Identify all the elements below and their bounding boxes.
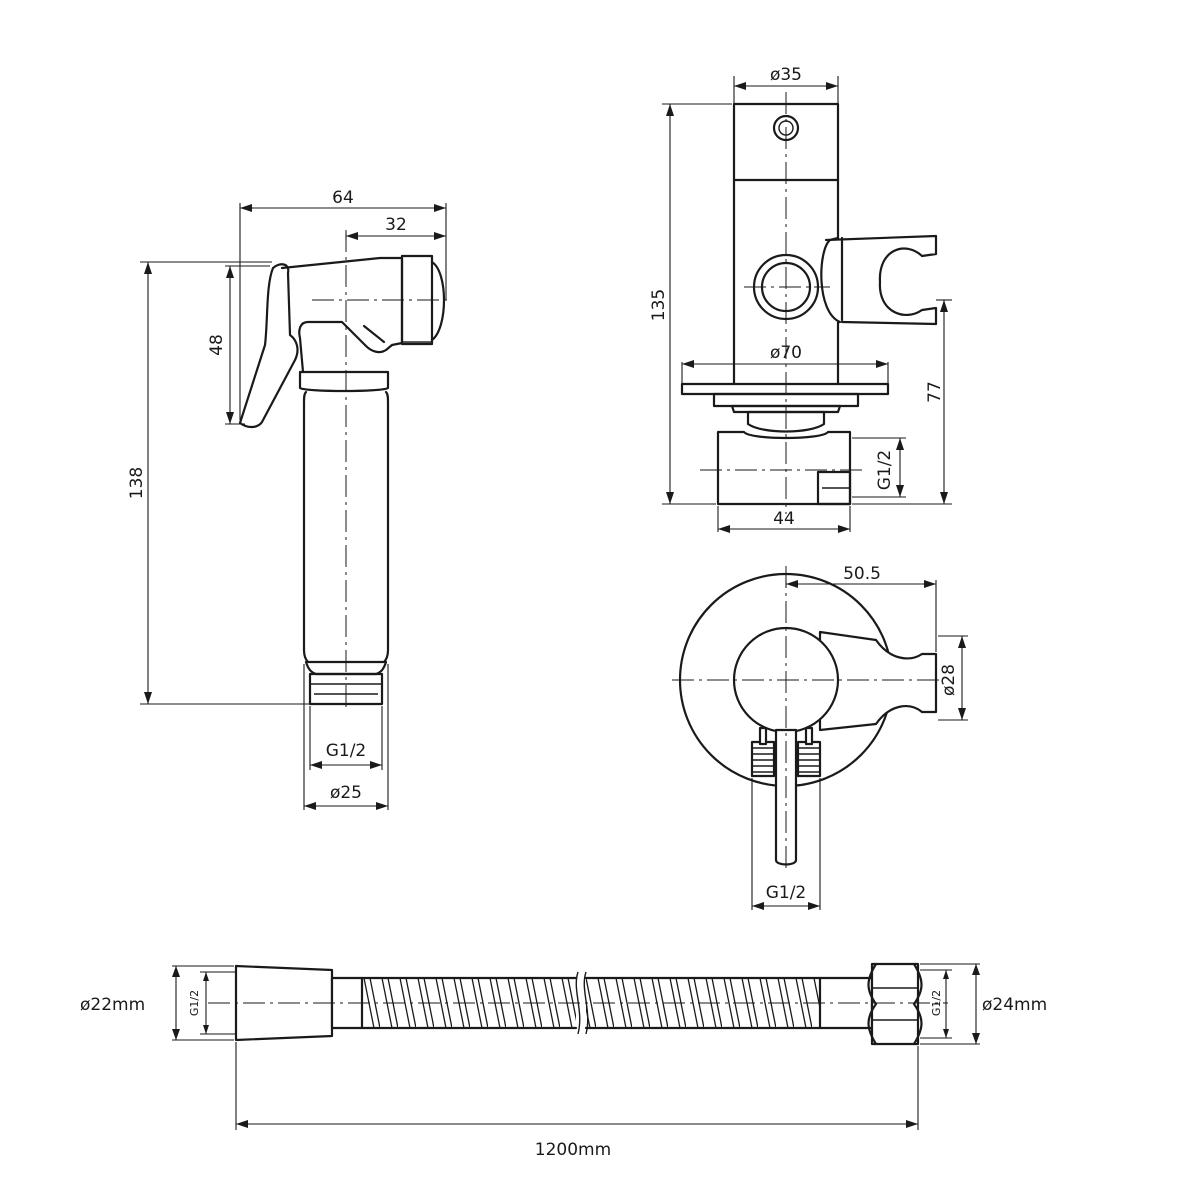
dim-hose-right-thread: G1/2: [930, 990, 943, 1016]
dim-valve-thread: G1/2: [875, 450, 895, 491]
dim-hose-right-diameter: ø24mm: [982, 995, 1047, 1015]
valve-front-view: 50.5 ø28 G1/2: [672, 564, 968, 910]
dim-handle-diameter: ø25: [330, 783, 362, 803]
dim-body-diameter: ø35: [770, 65, 802, 85]
dim-sprayer-thread: G1/2: [326, 741, 367, 761]
dim-base-width: 44: [773, 509, 795, 529]
dim-hose-left-diameter: ø22mm: [80, 995, 145, 1015]
hose-view: ø22mm G1/2 G1/2 ø24mm 1200mm: [80, 962, 1047, 1160]
dim-holder-offset: 50.5: [843, 564, 881, 584]
dim-hose-left-thread: G1/2: [188, 990, 201, 1016]
dim-holder-diameter: ø28: [939, 664, 959, 696]
dim-lower-height: 77: [925, 381, 945, 403]
dim-width-head: 32: [385, 215, 407, 235]
sprayer-view: 64 32 48 138 G1/2 ø25: [127, 188, 450, 810]
dim-total-height: 138: [127, 467, 147, 499]
dim-front-thread: G1/2: [766, 883, 807, 903]
dim-valve-height: 135: [649, 289, 669, 321]
dim-plate-diameter: ø70: [770, 343, 802, 363]
dim-hose-length: 1200mm: [535, 1140, 611, 1160]
valve-side-view: ø35 135 ø70 77 G1/2 44: [649, 65, 952, 533]
dim-head-height: 48: [207, 334, 227, 356]
dim-width-overall: 64: [332, 188, 354, 208]
